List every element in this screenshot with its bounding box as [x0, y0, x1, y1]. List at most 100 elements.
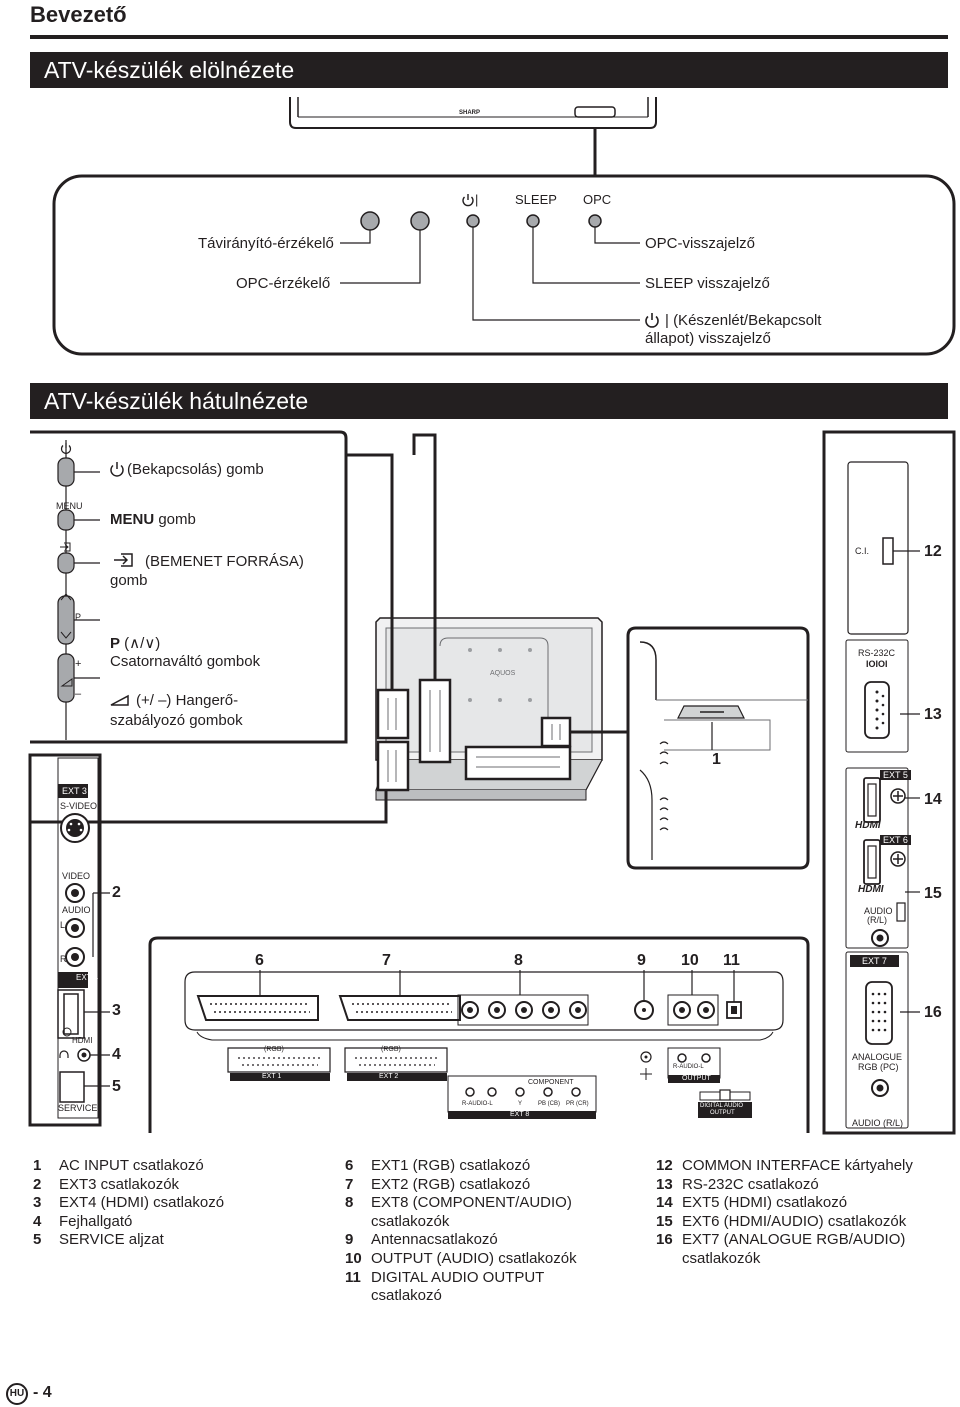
video-tag: VIDEO — [62, 871, 91, 881]
legend-text: EXT1 (RGB) csatlakozó — [371, 1157, 531, 1174]
callout-3: 3 — [112, 1002, 121, 1019]
rear-view-title: ATV-készülék hátulnézete — [30, 383, 948, 419]
menu-button-label-bold: MENU — [110, 511, 155, 528]
volume-button-label-2: szabályozó gombok — [110, 712, 243, 729]
callout-7: 7 — [382, 952, 391, 969]
section-title: Bevezető — [30, 2, 127, 27]
callout-4: 4 — [112, 1046, 121, 1063]
ext7-tag: EXT 7 — [850, 955, 899, 967]
menu-button-label-rest: gomb — [154, 511, 196, 528]
pb-tag: PB (CB) — [538, 1101, 561, 1107]
legend-number: 7 — [345, 1175, 354, 1193]
ext6-tag: EXT 6 — [880, 835, 911, 845]
minus-tag: – — [75, 688, 82, 700]
rs232c-symbol: IOIOI — [866, 659, 888, 669]
r-tag: R — [60, 954, 67, 964]
legend-number: 1 — [33, 1157, 42, 1174]
legend-text: DIGITAL AUDIO OUTPUT csatlakozó — [371, 1268, 545, 1305]
legend-item: 16 EXT7 (ANALOGUE RGB/AUDIO) csatlakozók — [656, 1231, 946, 1268]
header-rule — [30, 35, 948, 39]
callout-14: 14 — [924, 791, 942, 808]
channel-button-label-bold: P — [110, 635, 121, 652]
audio-rl-tag: AUDIO — [864, 906, 893, 916]
menu-button-label: MENU gomb — [110, 511, 196, 528]
legend-number: 9 — [345, 1231, 354, 1249]
p-tag: P — [75, 612, 82, 622]
legend-number: 15 — [656, 1212, 673, 1230]
rgb-tag-2: (RGB) — [381, 1046, 401, 1053]
legend-text: Antennacsatlakozó — [371, 1231, 498, 1249]
component-tag: COMPONENT — [528, 1079, 574, 1086]
audio-rl-bottom-tag: AUDIO (R/L) — [852, 1118, 904, 1128]
hdmi-logo-ext6: HDMI — [858, 884, 884, 895]
legend-text: EXT7 (ANALOGUE RGB/AUDIO) csatlakozók — [682, 1231, 906, 1267]
callout-9: 9 — [637, 952, 646, 969]
page-number: - 4 — [33, 1384, 52, 1401]
brand-logo: SHARP — [459, 110, 481, 116]
legend-number: 11 — [345, 1268, 361, 1286]
input-button-label-2: gomb — [110, 572, 148, 589]
r-audio-l-out-tag: R-AUDIO-L — [673, 1064, 704, 1070]
channel-button-label-rest: (∧/∨) — [120, 635, 161, 652]
ext8-tag: EXT 8 — [510, 1111, 530, 1118]
ext5-tag: EXT 5 — [880, 770, 911, 780]
callout-12: 12 — [924, 543, 942, 560]
legend-number: 16 — [656, 1231, 673, 1249]
legend-number: 12 — [656, 1157, 673, 1174]
legend-text: Fejhallgató — [59, 1212, 133, 1230]
opc-indicator-label: OPC-visszajelző — [645, 235, 756, 252]
legend-text: EXT2 (RGB) csatlakozó — [371, 1175, 531, 1193]
callout-13: 13 — [924, 706, 942, 723]
legend-text: RS-232C csatlakozó — [682, 1175, 819, 1193]
power-indicator-tag: | — [475, 192, 479, 207]
legend-text: EXT5 (HDMI) csatlakozó — [682, 1194, 848, 1212]
menu-tag: MENU — [56, 501, 83, 511]
audio-rl-tag-2: (R/L) — [867, 915, 887, 925]
hdmi-tag: HDMI — [72, 1036, 93, 1045]
l-tag: L — [60, 920, 66, 930]
legend-text: EXT8 (COMPONENT/AUDIO) csatlakozók — [371, 1194, 572, 1230]
service-tag: SERVICE — [58, 1103, 98, 1113]
legend-number: 14 — [656, 1194, 673, 1212]
legend-item: 10 OUTPUT (AUDIO) csatlakozók — [345, 1250, 625, 1269]
hdmi-logo-ext5: HDMI — [855, 820, 881, 831]
callout-15: 15 — [924, 885, 942, 902]
remote-sensor-label: Távirányító-érzékelő — [198, 235, 334, 252]
legend-number: 10 — [345, 1249, 362, 1267]
pr-tag: PR (CR) — [566, 1101, 589, 1107]
legend-text: OUTPUT (AUDIO) csatlakozók — [371, 1249, 577, 1267]
legend-text: SERVICE aljzat — [59, 1231, 164, 1249]
legend-item: 14 EXT5 (HDMI) csatlakozó — [656, 1194, 946, 1213]
opc-sensor-label: OPC-érzékelő — [236, 275, 331, 292]
tv-logo: AQUOS — [490, 670, 516, 677]
callout-5: 5 — [112, 1078, 121, 1095]
front-view-title: ATV-készülék elölnézete — [30, 52, 948, 88]
standby-indicator-label-2: állapot) visszajelző — [645, 330, 771, 347]
channel-button-label: P (∧/∨) — [110, 634, 160, 652]
audio-tag: AUDIO — [62, 905, 91, 915]
input-button-label: (BEMENET FORRÁSA) — [145, 553, 304, 570]
rgb-tag-1: (RGB) — [264, 1046, 284, 1053]
legend-item: 9 Antennacsatlakozó — [345, 1231, 625, 1250]
digital-audio-tag: DIGITAL AUDIO — [700, 1103, 744, 1109]
ext2-tag: EXT 2 — [379, 1073, 399, 1080]
callout-1: 1 — [712, 751, 721, 768]
legend-item: 11 DIGITAL AUDIO OUTPUT csatlakozó — [345, 1269, 625, 1306]
plus-tag: + — [75, 658, 82, 670]
analogue-tag-2: RGB (PC) — [858, 1062, 899, 1072]
output-tag: OUTPUT — [682, 1075, 711, 1082]
legend-item: 7 EXT2 (RGB) csatlakozó — [345, 1176, 625, 1195]
power-button-label: (Bekapcsolás) gomb — [127, 461, 264, 478]
